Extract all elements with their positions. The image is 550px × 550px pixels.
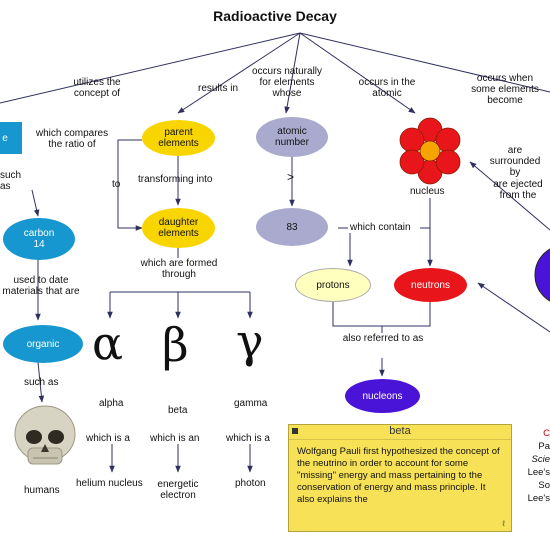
parent-elements-node[interactable]: parent elements [142, 120, 215, 156]
alpha-label: alpha [99, 398, 124, 409]
carbon-14-node[interactable]: carbon 14 [3, 218, 75, 260]
daughter-elements-label: daughter elements [158, 217, 199, 239]
gamma-label: gamma [234, 398, 268, 409]
which-is-a-alpha: which is a [86, 433, 130, 444]
link-line [177, 32, 301, 114]
partial-purple-node [534, 248, 550, 302]
link-such-as-top: such as [0, 170, 22, 192]
beta-label: beta [168, 405, 188, 416]
link-surrounded: are surrounded by [489, 145, 541, 178]
link-occurs-atomic: occurs in the atomic [358, 77, 416, 99]
photon-label: photon [235, 478, 266, 489]
diagram-title: Radioactive Decay [213, 8, 337, 24]
link-line [284, 32, 301, 114]
link-line [117, 139, 143, 231]
side-text-2: Pa [538, 441, 550, 452]
note-collapse-icon[interactable] [292, 428, 298, 434]
link-which-contain: which contain [348, 222, 413, 233]
link-such-as-bottom: such as [24, 377, 59, 388]
side-text-4: Lee's [527, 467, 550, 478]
link-ejected: are ejected from the [493, 179, 543, 201]
link-to: to [112, 179, 121, 190]
link-occurs-when: occurs when some elements become [471, 73, 539, 106]
energetic-electron-label: energetic electron [157, 479, 199, 501]
link-which-compares: which compares the ratio of [35, 128, 109, 150]
link-line [332, 302, 431, 327]
side-text-5: So [538, 480, 550, 491]
humans-label: humans [24, 485, 60, 496]
link-transforming: transforming into [138, 174, 213, 185]
link-line [31, 189, 40, 217]
link-line [338, 227, 353, 267]
note-resize-icon[interactable]: ℓ [502, 519, 505, 528]
side-text-3: Scie [531, 454, 550, 465]
organic-node[interactable]: organic [3, 325, 83, 363]
node-83-label: 83 [286, 221, 298, 233]
parent-elements-label: parent elements [158, 127, 199, 149]
link-occurs-naturally: occurs naturally for elements whose [251, 66, 323, 99]
nucleus-label: nucleus [410, 186, 445, 197]
atomic-number-node[interactable]: atomic number [256, 117, 328, 157]
isotope-node[interactable]: e [0, 122, 22, 154]
beta-symbol: β [162, 318, 189, 372]
link-line [477, 282, 550, 333]
nucleons-node[interactable]: nucleons [345, 379, 420, 413]
carbon-14-label: carbon 14 [23, 228, 55, 250]
link-line [0, 32, 301, 104]
link-line [469, 161, 550, 231]
neutrons-node[interactable]: neutrons [394, 268, 467, 302]
which-is-an-beta: which is an [150, 433, 200, 444]
side-text-1: C [543, 428, 550, 439]
beta-note-body: Wolfgang Pauli first hypothesized the co… [297, 446, 500, 505]
helium-nucleus-label: helium nucleus [76, 478, 143, 489]
neutrons-label: neutrons [411, 279, 450, 291]
alpha-symbol: α [92, 316, 124, 370]
node-83[interactable]: 83 [256, 208, 328, 246]
link-line [37, 361, 45, 403]
beta-note[interactable]: beta Wolfgang Pauli first hypothesized t… [288, 424, 512, 532]
protons-node[interactable]: protons [295, 268, 371, 302]
beta-note-title: beta [389, 425, 411, 437]
beta-note-header: beta [289, 425, 511, 440]
link-utilizes: utilizes the concept of [73, 77, 121, 99]
protons-label: protons [316, 279, 350, 291]
link-line [299, 32, 416, 114]
link-results-in: results in [198, 83, 239, 94]
link-used-to-date: used to date materials that are [2, 275, 80, 297]
gamma-symbol: γ [236, 314, 264, 368]
organic-label: organic [26, 338, 60, 350]
link-greater-than: > [287, 170, 295, 184]
nucleons-label: nucleons [362, 390, 403, 402]
nucleus-icon [399, 117, 461, 185]
link-referred: also referred to as [342, 333, 424, 344]
atomic-number-label: atomic number [275, 126, 309, 148]
side-text-6: Lee's [527, 493, 550, 504]
skull-image [14, 405, 76, 465]
daughter-elements-node[interactable]: daughter elements [142, 208, 215, 248]
link-line [299, 32, 550, 93]
link-formed-through: which are formed through [132, 258, 226, 280]
which-is-a-gamma: which is a [226, 433, 270, 444]
isotope-node-label: e [2, 132, 8, 144]
